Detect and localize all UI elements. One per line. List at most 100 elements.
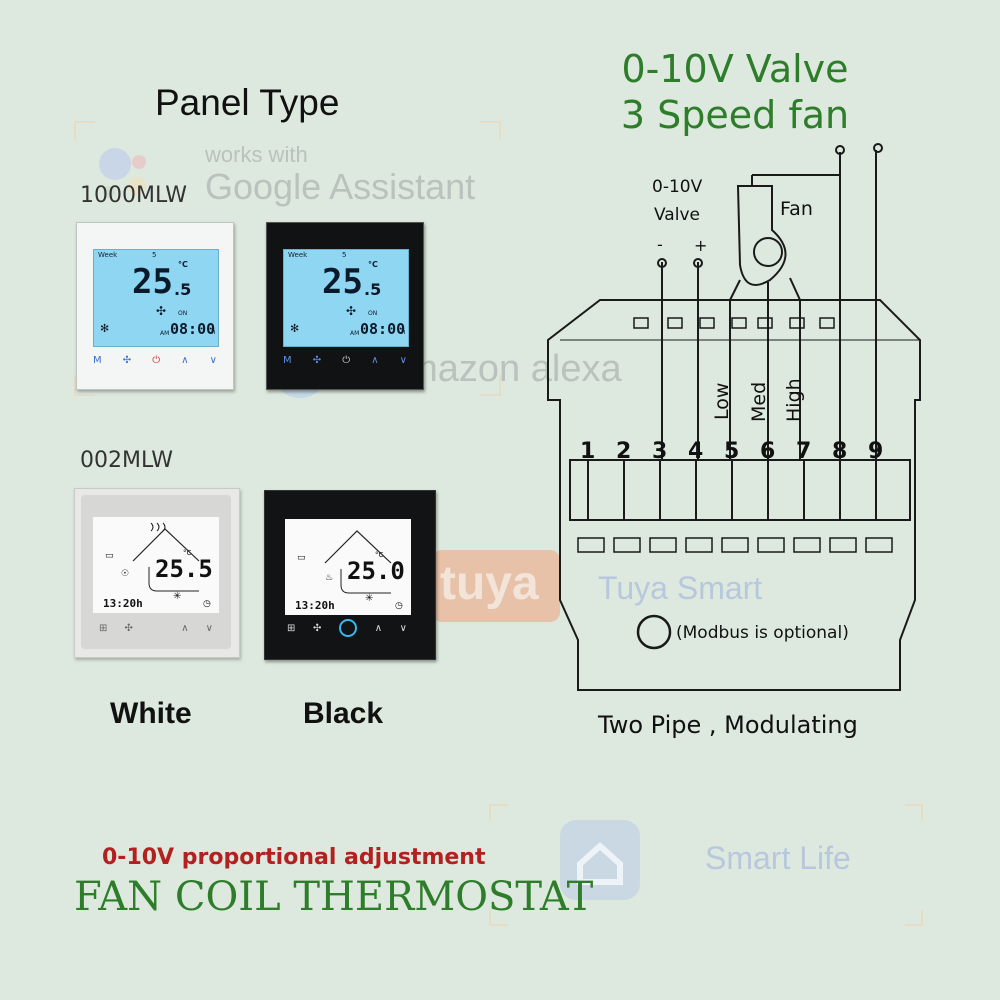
heating-icon: ♨ xyxy=(325,573,334,583)
thermostat-1000mlw-black: Week 5 25 .5 °C ✣ ✻ ON AM 08:00 h M ✣ ⏻ … xyxy=(266,222,424,390)
temperature-value: 25.5 xyxy=(155,555,213,583)
mode-button[interactable]: M xyxy=(283,355,292,366)
mode-button[interactable]: M xyxy=(93,355,102,366)
up-button[interactable]: ∧ xyxy=(181,355,189,366)
temperature-value: 25.0 xyxy=(347,557,405,585)
unit-label: °C xyxy=(375,551,384,559)
fan-icon: ✣ xyxy=(346,304,357,318)
week-label: Week xyxy=(288,251,308,259)
med-label: Med xyxy=(748,382,770,422)
snowflake-icon: ✻ xyxy=(290,322,300,335)
down-button[interactable]: ∨ xyxy=(399,622,407,634)
minus-label: - xyxy=(657,235,663,254)
high-label: High xyxy=(783,378,805,422)
low-label: Low xyxy=(711,383,733,420)
power-button[interactable]: ⏻ xyxy=(152,355,161,366)
clock-icon: ◷ xyxy=(395,601,403,611)
terminal-number: 1 xyxy=(580,439,595,464)
terminal-number: 6 xyxy=(760,439,775,464)
model-002mlw: 002MLW xyxy=(80,448,173,473)
lcd-screen: Week 5 25 .5 °C ✣ ✻ ON AM 08:00 h xyxy=(283,249,409,347)
terminal-number: 4 xyxy=(688,439,703,464)
diagram-title: 0-10V Valve 3 Speed fan xyxy=(570,46,900,138)
model-1000mlw: 1000MLW xyxy=(80,183,187,208)
snowflake-icon: ✳ xyxy=(173,591,182,602)
fan-button[interactable]: ✣ xyxy=(312,355,322,366)
terminal-number: 5 xyxy=(724,439,739,464)
fan-label: Fan xyxy=(780,198,813,220)
clock-value: 08:00 xyxy=(360,320,406,338)
hour-label: h xyxy=(401,328,406,336)
smart-life-watermark: Smart Life xyxy=(705,840,851,876)
clock-value: 13:20h xyxy=(103,597,143,610)
clock-value: 08:00 xyxy=(170,320,216,338)
on-label: ON xyxy=(178,310,188,317)
fan-motor xyxy=(736,185,787,286)
modbus-port xyxy=(636,614,672,650)
fan-button[interactable]: ✣ xyxy=(122,355,132,366)
valve-label-1: 0-10V xyxy=(652,177,703,197)
thermostat-002mlw-black: 25.0 °C ▭ ♨ ✳ 13:20h ◷ ⊞ ✣ ∧ ∨ xyxy=(264,490,436,660)
up-button[interactable]: ∧ xyxy=(371,355,379,366)
thermostat-1000mlw-white: Week 5 25 .5 °C ✣ ✻ ON AM 08:00 h M ✣ ⏻ … xyxy=(76,222,234,390)
power-ring-button[interactable] xyxy=(339,619,358,637)
amazon-alexa-watermark: amazon alexa xyxy=(385,348,622,390)
clock-icon: ◷ xyxy=(203,599,211,609)
down-button[interactable]: ∨ xyxy=(205,623,213,634)
house-outline-icon xyxy=(324,530,392,594)
diagram-title-line2: 3 Speed fan xyxy=(620,93,850,137)
up-button[interactable]: ∧ xyxy=(374,622,383,634)
google-assistant-watermark: Google Assistant xyxy=(205,166,476,207)
fan-button[interactable]: ✣ xyxy=(124,623,133,634)
subtitle-proportional: 0-10V proportional adjustment xyxy=(102,845,486,870)
settings-icon: ☉ xyxy=(121,569,130,579)
am-label: AM xyxy=(350,330,360,337)
thermostat-002mlw-white: 25.5 °C ▭ ☉ ✳ 13:20h ◷ ⊞ ✣ ∧ ∨ xyxy=(74,488,240,658)
week-label: Week xyxy=(98,251,118,259)
plus-label: + xyxy=(694,236,707,255)
snowflake-icon: ✻ xyxy=(100,322,110,335)
black-label: Black xyxy=(303,697,384,730)
menu-button[interactable]: ⊞ xyxy=(99,623,108,634)
smart-life-logo-icon xyxy=(560,820,640,900)
terminal-number: 2 xyxy=(616,439,631,464)
tuya-logo-icon xyxy=(432,550,560,622)
fan-icon: ✣ xyxy=(156,304,167,318)
tuya-smart-watermark: Tuya Smart xyxy=(598,570,763,606)
am-label: AM xyxy=(160,330,170,337)
lcd-screen: Week 5 25 .5 °C ✣ ✻ ON AM 08:00 h xyxy=(93,249,219,347)
main-title: FAN COIL THERMOSTAT xyxy=(74,874,594,920)
touch-buttons-row: ⊞ ✣ ∧ ∨ xyxy=(99,623,213,634)
temperature-value: 25 xyxy=(132,262,173,302)
white-label: White xyxy=(110,697,192,730)
menu-button[interactable]: ⊞ xyxy=(287,622,296,634)
day-number: 5 xyxy=(152,251,157,259)
up-button[interactable]: ∧ xyxy=(181,623,189,634)
unit-label: °C xyxy=(368,260,378,269)
hour-label: h xyxy=(211,328,216,336)
google-assistant-logo-icon xyxy=(93,142,153,202)
terminal-number: 3 xyxy=(652,439,667,464)
battery-icon: ▭ xyxy=(105,551,114,561)
housing-outline xyxy=(547,299,921,691)
day-number: 5 xyxy=(342,251,347,259)
power-button[interactable]: ⏻ xyxy=(342,355,351,366)
clock-value: 13:20h xyxy=(295,599,335,612)
down-button[interactable]: ∨ xyxy=(209,355,217,366)
touch-buttons-row: ⊞ ✣ ∧ ∨ xyxy=(287,619,407,637)
lcd-screen: 25.0 °C ▭ ♨ ✳ 13:20h ◷ xyxy=(285,519,411,615)
works-with-watermark: works with xyxy=(205,142,308,167)
diagram-title-line1: 0-10V Valve xyxy=(621,47,849,91)
temperature-decimal: .5 xyxy=(174,280,192,299)
panel-type-title: Panel Type xyxy=(155,82,340,123)
touch-buttons-row: M ✣ ⏻ ∧ ∨ xyxy=(283,355,407,366)
touch-buttons-row: M ✣ ⏻ ∧ ∨ xyxy=(93,355,217,366)
on-label: ON xyxy=(368,310,378,317)
fan-button[interactable]: ✣ xyxy=(313,622,322,634)
down-button[interactable]: ∨ xyxy=(399,355,407,366)
house-outline-icon xyxy=(132,522,200,592)
diagram-caption: Two Pipe , Modulating xyxy=(597,711,858,739)
terminal-number: 9 xyxy=(868,439,883,464)
